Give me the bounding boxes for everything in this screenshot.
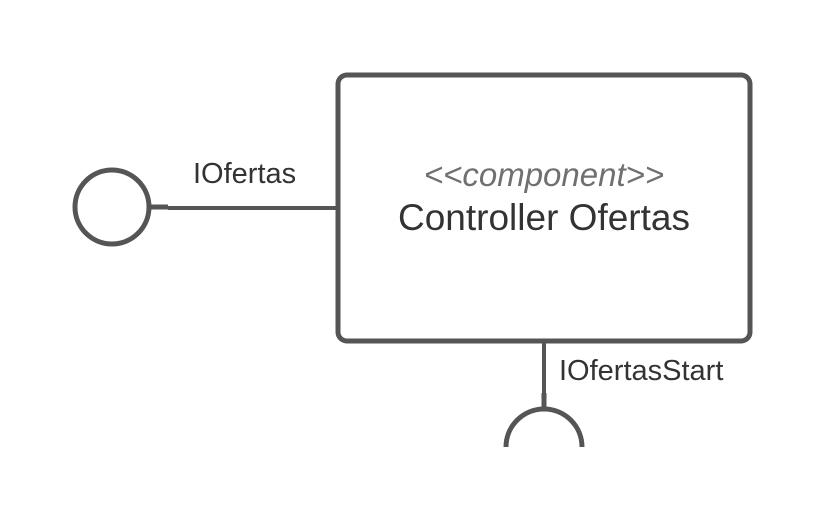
provided-interface-label: IOfertas [193,158,297,190]
provided-interface-circle[interactable] [72,167,152,247]
component-name: Controller Ofertas [398,197,690,238]
component-stereotype: <<component>> [423,156,665,193]
component-text: <<component>> Controller Ofertas [338,158,750,236]
required-interface-label: IOfertasStart [559,355,724,387]
required-interface-socket[interactable] [503,406,585,448]
